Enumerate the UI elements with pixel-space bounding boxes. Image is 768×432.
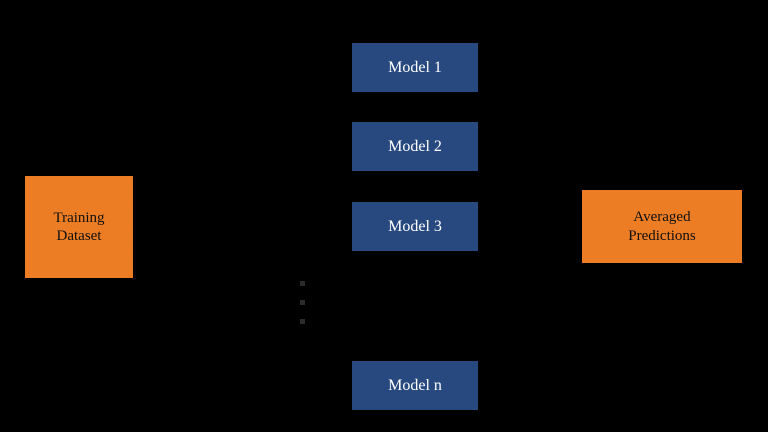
model-node-1[interactable]: Model 1 <box>352 43 478 92</box>
ellipsis-dot-1 <box>300 281 305 286</box>
model-node-3[interactable]: Model 3 <box>352 202 478 251</box>
model-node-2-label: Model 2 <box>388 137 442 155</box>
model-node-1-label: Model 1 <box>388 58 442 76</box>
vertical-ellipsis-icon <box>300 281 306 325</box>
model-node-n-label: Model n <box>388 376 442 394</box>
averaged-predictions-label: Averaged Predictions <box>628 209 696 244</box>
ellipsis-dot-2 <box>300 300 305 305</box>
ellipsis-dot-3 <box>300 319 305 324</box>
model-node-2[interactable]: Model 2 <box>352 122 478 171</box>
model-node-3-label: Model 3 <box>388 217 442 235</box>
model-node-n[interactable]: Model n <box>352 361 478 410</box>
training-dataset-node[interactable]: Training Dataset <box>25 176 133 278</box>
averaged-predictions-node[interactable]: Averaged Predictions <box>582 190 742 263</box>
training-dataset-label: Training Dataset <box>53 209 105 244</box>
